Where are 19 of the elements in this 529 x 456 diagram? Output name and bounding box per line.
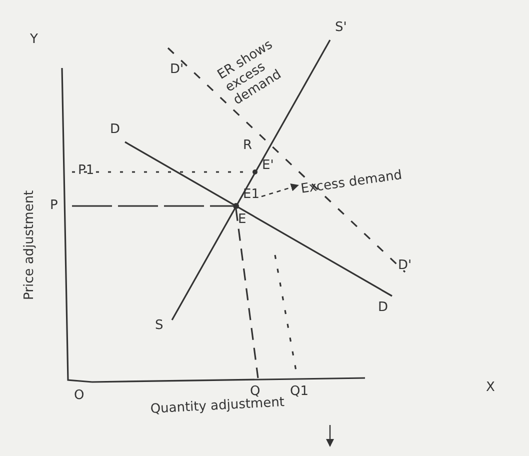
- curve-label: D: [110, 122, 120, 137]
- point-label: E: [238, 212, 246, 227]
- axis-letter: X: [486, 380, 495, 395]
- axis-tick-label: Q1: [290, 384, 309, 399]
- axis-tick-label: P: [50, 198, 58, 213]
- point-label: E': [262, 158, 274, 173]
- axis-letter: O: [74, 388, 84, 403]
- axis-letter: Y: [30, 32, 38, 47]
- axis-tick-label: P1: [78, 163, 94, 178]
- curve-label: D': [170, 62, 184, 77]
- annotation-text: Excess demand: [300, 168, 403, 197]
- arrow: [261, 184, 299, 198]
- curve-label: S': [335, 20, 347, 35]
- axis-title: Price adjustment: [22, 190, 37, 300]
- curve-label: D': [398, 258, 412, 273]
- axis-tick-label: Q: [250, 384, 260, 399]
- point-label: R: [243, 138, 252, 153]
- curve-label: D: [378, 300, 388, 315]
- curve-label: S: [155, 318, 164, 333]
